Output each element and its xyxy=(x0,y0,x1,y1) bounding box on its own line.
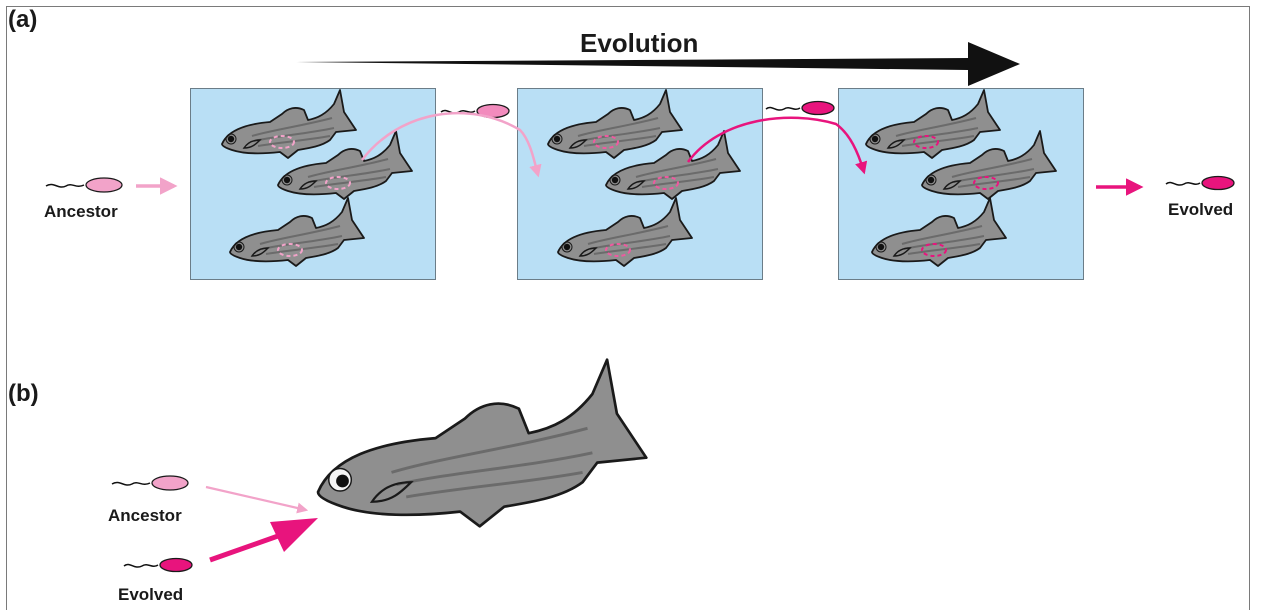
tank-1-fish-icon xyxy=(222,90,412,266)
evolved-bacterium-b-icon xyxy=(124,559,192,572)
transfer-bacterium-1-icon xyxy=(441,105,509,118)
ancestor-arrow-b-icon xyxy=(206,487,306,510)
tank-2-fish-icon xyxy=(548,90,740,266)
evolved-arrow-b-icon xyxy=(210,518,318,560)
transfer-bacterium-2-icon xyxy=(766,102,834,115)
evolved-bacterium-icon xyxy=(1166,177,1234,190)
ancestor-bacterium-b-icon xyxy=(112,476,188,490)
evolution-arrow-icon xyxy=(296,42,1020,86)
tank-3-fish-icon xyxy=(866,90,1056,266)
ancestor-bacterium-icon xyxy=(46,178,122,192)
large-zebrafish-icon xyxy=(318,360,646,527)
